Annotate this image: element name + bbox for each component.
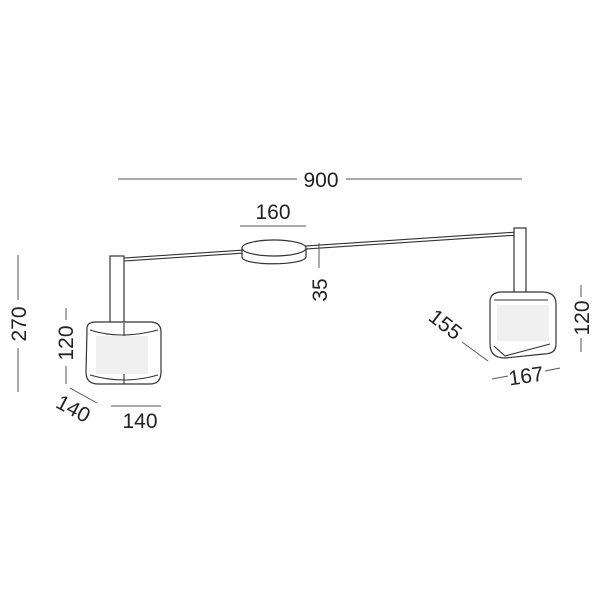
left-spot-light [85,255,162,385]
canopy-height-label: 35 [309,278,332,301]
canopy-height-dimension: 35 [309,243,332,302]
right-spot-light [489,227,557,359]
left-shade-height-dimension: 120 [55,308,78,384]
overall-length-label: 900 [303,169,338,192]
ceiling-canopy [241,239,307,265]
canopy-diameter-dimension: 160 [240,201,306,227]
right-shade-width-dimension: 167 [491,363,561,391]
right-shade-depth-dimension: 155 [424,305,489,362]
canopy-diameter-label: 160 [255,201,290,224]
right-shade-height-dimension: 120 [571,285,594,352]
left-shade-depth-dimension: 140 [52,387,98,428]
right-shade-width-label: 167 [507,363,545,391]
left-shade-height-label: 120 [55,325,78,360]
left-shade-width-dimension: 140 [111,405,161,433]
left-shade-width-label: 140 [122,410,157,433]
rail-bar [123,231,519,262]
right-shade-height-label: 120 [571,300,594,335]
overall-length-dimension: 900 [118,169,522,192]
overall-height-dimension: 270 [8,255,31,392]
right-shade-depth-label: 155 [424,305,466,345]
overall-height-label: 270 [8,306,31,341]
left-shade-depth-label: 140 [52,391,94,428]
